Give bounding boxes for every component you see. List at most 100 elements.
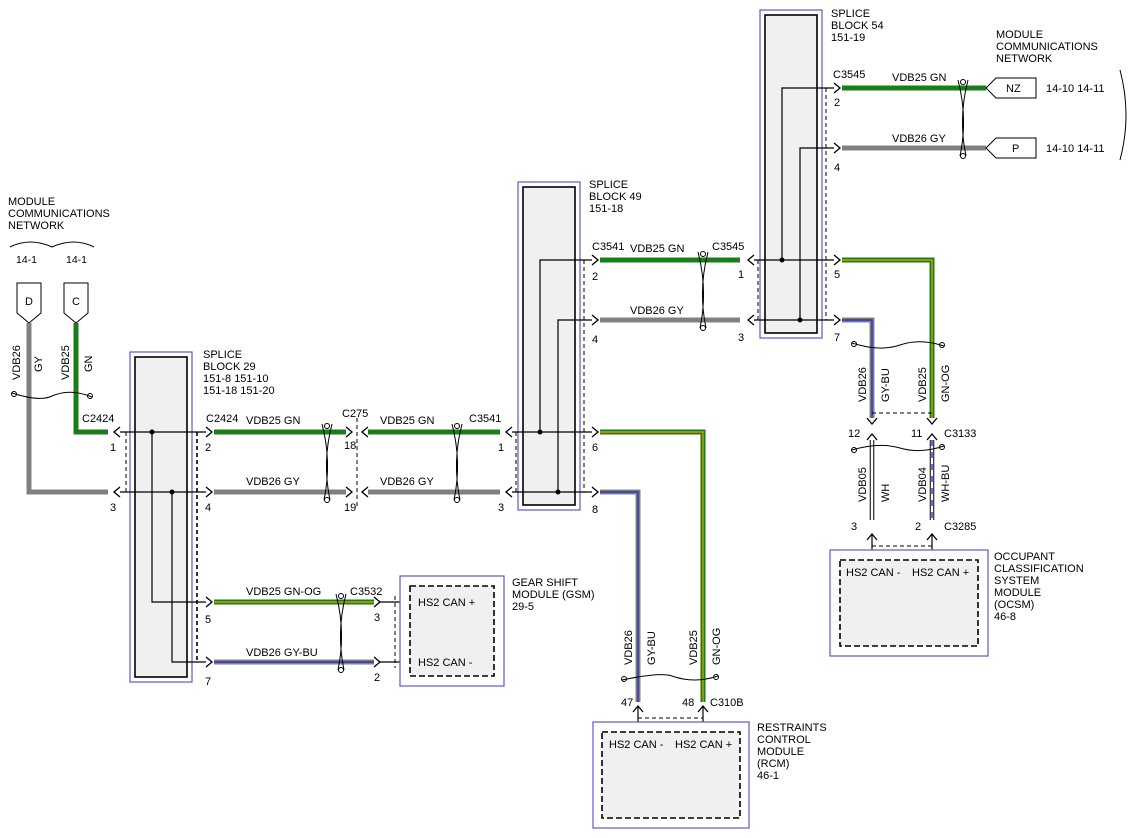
label-labels-vdb26-gy: VDB26 GY [630, 305, 684, 317]
label-pins-p47: 47 [621, 697, 633, 709]
label-network-right-ref-nz: 14-10 14-11 [1046, 83, 1105, 95]
splice-block-54 [759, 9, 823, 339]
occupant-classification-module: HS2 CAN - HS2 CAN + [829, 549, 989, 657]
label-network-left-ref1: 14-1 [16, 254, 37, 266]
label-pins-p18: 18 [344, 440, 356, 452]
connector-d[interactable]: D [16, 282, 42, 324]
splice-block-54-label: SPLICE BLOCK 54 151-19 [831, 8, 884, 44]
label-connectors-c: C [72, 296, 80, 308]
label-connectors-d: D [25, 296, 33, 308]
label-pins-p1: 1 [110, 442, 116, 454]
label-network-right-title-1: COMMUNICATIONS [996, 41, 1098, 53]
label-labels-gnog: GN-OG [711, 628, 723, 665]
label-labels-c2424: C2424 [82, 413, 114, 425]
label-labels-vdb05: VDB05 [857, 467, 869, 502]
label-labels-vdb26-gybu: VDB26 GY-BU [246, 647, 318, 659]
label-labels-vdb25-gnog: VDB25 GN-OG [246, 586, 321, 598]
label-network-left-title-0: MODULE [8, 196, 55, 208]
label-rcm-title-0: RESTRAINTS [757, 722, 827, 734]
label-ocsm-pin-plus: HS2 CAN + [912, 567, 969, 579]
label-rcm-title-2: MODULE [757, 746, 804, 758]
label-labels-gybu: GY-BU [880, 368, 892, 402]
label-labels-c3532: C3532 [350, 586, 382, 598]
label-network-left-title-2: NETWORK [8, 220, 65, 232]
wire-vdb26-rcm [600, 489, 641, 702]
label-connectors-p: P [1012, 143, 1019, 155]
label-pins-p4: 4 [592, 334, 598, 346]
label-labels-vdb25-gn: VDB25 GN [246, 415, 300, 427]
label-splice54-title-2: 151-19 [831, 32, 865, 44]
label-ocsm-title-1: CLASSIFICATION [994, 563, 1084, 575]
label-labels-whbu: WH-BU [940, 465, 952, 502]
splice-block-29-label: SPLICE BLOCK 29 151-8 151-10 151-18 151-… [203, 349, 275, 397]
label-pins-p3: 3 [110, 502, 116, 514]
label-pins-p8: 8 [592, 504, 598, 516]
label-pins-p1: 1 [738, 269, 744, 281]
label-gsm-title-0: GEAR SHIFT [512, 577, 578, 589]
label-labels-vdb25: VDB25 [917, 367, 929, 402]
label-network-right-title-0: MODULE [996, 29, 1043, 41]
label-splice29-title-0: SPLICE [203, 349, 242, 361]
label-pins-p3: 3 [851, 521, 857, 533]
label-pins-p7: 7 [205, 676, 211, 688]
splice-block-49 [517, 181, 581, 511]
label-labels-c3545: C3545 [712, 241, 744, 253]
label-pins-p5: 5 [205, 614, 211, 626]
label-connectors-nz: NZ [1006, 83, 1021, 95]
label-splice54-title-1: BLOCK 54 [831, 20, 884, 32]
label-splice49-title-0: SPLICE [589, 179, 628, 191]
label-labels-gn: GN [83, 355, 95, 372]
label-labels-c3545: C3545 [833, 69, 865, 81]
label-pins-p2: 2 [374, 672, 380, 684]
label-network-right-ref-p: 14-10 14-11 [1046, 143, 1105, 155]
connector-nz[interactable]: NZ [985, 77, 1037, 99]
restraints-control-module: HS2 CAN - HS2 CAN + [592, 721, 750, 829]
label-labels-vdb26-gy: VDB26 GY [892, 133, 946, 145]
label-splice29-title-3: 151-18 151-20 [203, 385, 275, 397]
label-gsm-title-1: MODULE (GSM) [512, 589, 595, 601]
label-pins-p3: 3 [738, 332, 744, 344]
label-labels-vdb25: VDB25 [60, 345, 72, 380]
label-network-left-ref2: 14-1 [66, 254, 87, 266]
label-pins-p2: 2 [592, 271, 598, 283]
label-ocsm-title-2: SYSTEM [994, 575, 1039, 587]
label-rcm-title-3: (RCM) [757, 758, 789, 770]
splice-block-49-label: SPLICE BLOCK 49 151-18 [589, 179, 642, 215]
label-pins-p19: 19 [344, 502, 356, 514]
label-pins-p3: 3 [374, 612, 380, 624]
label-pins-p1: 1 [498, 442, 504, 454]
label-pins-p2: 2 [834, 97, 840, 109]
label-pins-p6: 6 [592, 442, 598, 454]
wire-vdb26-left-vertical [26, 323, 108, 495]
right-network-label: MODULE COMMUNICATIONS NETWORK [996, 29, 1098, 65]
connector-p[interactable]: P [985, 137, 1037, 159]
label-labels-c2424: C2424 [206, 413, 238, 425]
label-pins-p2: 2 [915, 521, 921, 533]
wire-vdb25-left-vertical [73, 323, 108, 435]
label-pins-p2: 2 [205, 442, 211, 454]
label-labels-vdb25: VDB25 [688, 630, 700, 665]
label-labels-vdb25-gn: VDB25 GN [380, 415, 434, 427]
label-splice29-title-2: 151-8 151-10 [203, 373, 268, 385]
label-labels-c275: C275 [342, 408, 368, 420]
label-rcm-pin-minus: HS2 CAN - [609, 739, 664, 751]
label-splice49-title-2: 151-18 [589, 203, 623, 215]
connector-c[interactable]: C [63, 282, 89, 324]
label-labels-vdb26-gy: VDB26 GY [246, 476, 300, 488]
restraints-control-module-label: RESTRAINTS CONTROL MODULE (RCM) 46-1 [757, 722, 827, 782]
occupant-classification-module-label: OCCUPANT CLASSIFICATION SYSTEM MODULE (O… [994, 551, 1084, 623]
label-pins-p4: 4 [834, 162, 840, 174]
label-ocsm-title-3: MODULE [994, 587, 1041, 599]
label-pins-p48: 48 [682, 697, 694, 709]
label-labels-vdb26: VDB26 [11, 345, 23, 380]
label-labels-vdb26: VDB26 [623, 630, 635, 665]
left-network-label: MODULE COMMUNICATIONS NETWORK 14-1 14-1 [8, 196, 110, 266]
label-gsm-pin-minus: HS2 CAN - [418, 657, 473, 669]
label-gsm-pin-plus: HS2 CAN + [418, 597, 475, 609]
gear-shift-module: HS2 CAN + HS2 CAN - [399, 575, 505, 687]
label-labels-gnog: GN-OG [940, 365, 952, 402]
label-labels-vdb25-gn: VDB25 GN [892, 72, 946, 84]
label-ocsm-title-0: OCCUPANT [994, 551, 1055, 563]
label-gsm-title-2: 29-5 [512, 601, 534, 613]
